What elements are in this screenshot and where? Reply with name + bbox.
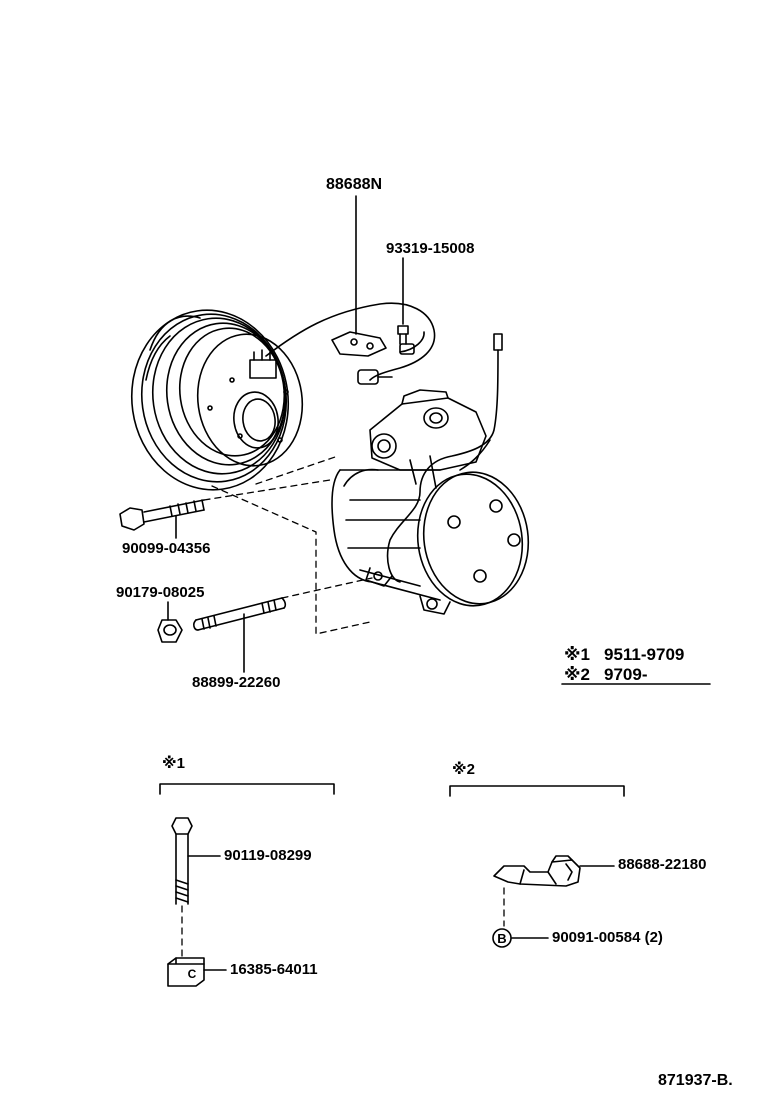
part-label-stud: 88899-22260 — [192, 674, 281, 691]
note-2-mark: ※2 — [564, 665, 590, 684]
long-bolt-drawing — [119, 499, 205, 539]
part-label-long-bolt: 90099-04356 — [122, 540, 211, 557]
sub2-bracket-drawing — [493, 855, 615, 887]
group1-bracket — [159, 783, 335, 795]
note-1: ※1 9511-9709 — [564, 645, 684, 665]
clutch-pulley-drawing — [130, 302, 436, 491]
compressor-drawing — [331, 333, 530, 615]
clip-letter: B — [497, 931, 506, 946]
part-label-sub1-bolt: 90119-08299 — [224, 847, 312, 864]
part-label-sub1-block: 16385-64011 — [230, 961, 318, 978]
note-1-mark: ※1 — [564, 645, 590, 664]
stud-drawing — [193, 597, 287, 673]
group2-bracket — [449, 785, 625, 797]
group-2-header: ※2 — [452, 761, 475, 778]
group-1-header: ※1 — [162, 755, 185, 772]
part-label-sub2-clip: 90091-00584 (2) — [552, 929, 663, 946]
nut-drawing — [157, 601, 183, 643]
note-1-range: 9511-9709 — [604, 645, 685, 664]
part-label-screw: 93319-15008 — [386, 240, 475, 257]
part-label-harness: 88688N — [326, 176, 383, 193]
sub1-block-drawing — [167, 957, 227, 987]
note-2: ※2 9709- — [564, 665, 647, 685]
harness-clip-drawing — [331, 195, 415, 385]
assembly-dashed-lines — [203, 455, 373, 635]
clip-marker-circle — [492, 928, 512, 948]
diagram-id: 871937-B. — [658, 1072, 733, 1089]
note-2-range: 9709- — [604, 665, 648, 684]
part-label-nut: 90179-08025 — [116, 584, 205, 601]
sub1-bolt-drawing — [171, 817, 221, 905]
part-label-sub2-bracket: 88688-22180 — [618, 856, 707, 873]
block-letter: C — [188, 967, 197, 981]
